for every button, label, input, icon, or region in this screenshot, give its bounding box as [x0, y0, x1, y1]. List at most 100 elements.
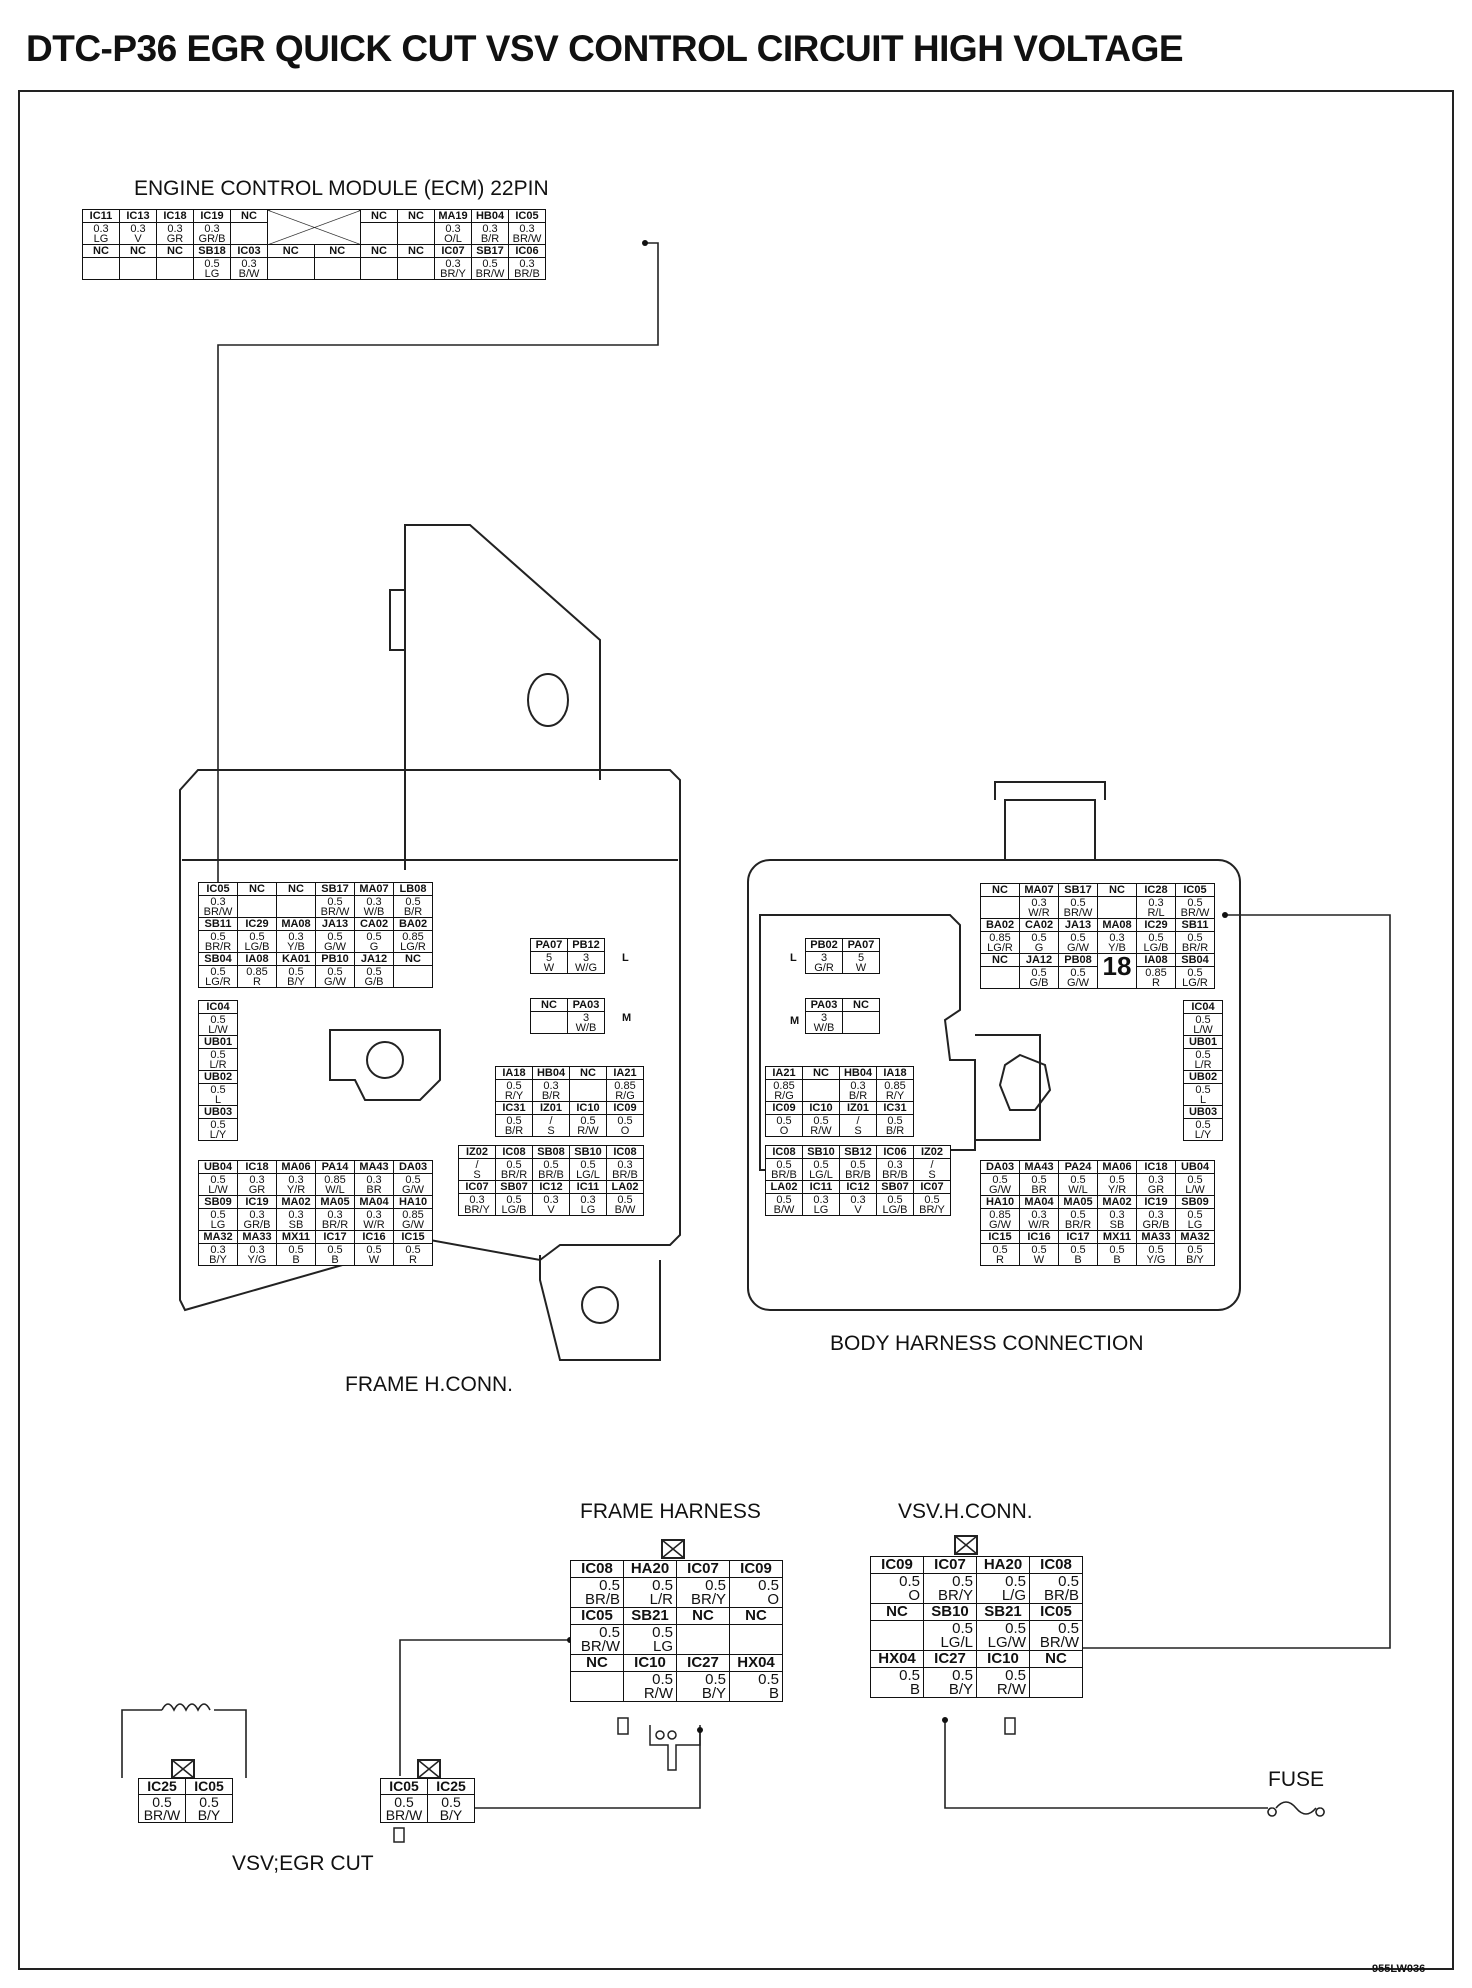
pin-code: NC	[231, 210, 267, 223]
pin-cell: NC	[870, 1603, 924, 1651]
body-harness-neck	[1004, 799, 1096, 860]
pin-code: IC11	[570, 1181, 606, 1194]
frame-side-L: L	[622, 952, 629, 964]
pin-wire: /S	[547, 1115, 555, 1137]
pin-code: NC	[730, 1608, 782, 1625]
pin-wire	[362, 258, 396, 279]
body-harness-mount	[975, 1034, 1041, 1141]
pin-code: IC17	[316, 1231, 354, 1244]
frame-hconn-housing	[179, 769, 681, 1312]
pin-code: UB03	[199, 1106, 237, 1119]
pin-code: NC	[531, 999, 567, 1012]
pin-code: HB04	[472, 210, 508, 223]
pin-code: IC09	[607, 1102, 643, 1115]
pin-code: DA03	[981, 1161, 1019, 1174]
frame-harness-label: FRAME HARNESS	[580, 1500, 761, 1523]
pin-code: MA06	[1098, 1161, 1136, 1174]
pin-code: MA08	[277, 918, 315, 931]
vsv-egr-label: VSV;EGR CUT	[232, 1852, 374, 1875]
wire-vsv-fuse	[944, 1720, 1268, 1809]
pin-code: IC31	[877, 1102, 913, 1115]
pin-code: IC06	[877, 1146, 913, 1159]
pin-code: HB04	[840, 1067, 876, 1080]
pin-cell: NC	[119, 244, 157, 280]
pin-cell: NC	[397, 209, 435, 245]
pin-code: BA02	[981, 919, 1019, 932]
pin-code: SB11	[199, 918, 237, 931]
pin-code: IC10	[624, 1655, 676, 1672]
pin-code: MA33	[1137, 1231, 1175, 1244]
pin-code: IC09	[766, 1102, 802, 1115]
pin-code: IC05	[509, 210, 545, 223]
pin-code: UB02	[1184, 1071, 1222, 1084]
pin-wire	[982, 897, 1018, 918]
pin-code: IC19	[1137, 1196, 1175, 1209]
ecm-label: ENGINE CONTROL MODULE (ECM) 22PIN	[134, 177, 549, 200]
pin-wire	[269, 258, 313, 279]
pin-code: NC	[314, 245, 360, 258]
pin-code: MA02	[1098, 1196, 1136, 1209]
wire-vsv-coil2	[214, 1709, 247, 1778]
pin-code: IC07	[914, 1181, 950, 1194]
pin-code: MA43	[1020, 1161, 1058, 1174]
pin-code: SB12	[840, 1146, 876, 1159]
pin-code: IC10	[977, 1651, 1029, 1668]
pin-wire	[1099, 897, 1135, 918]
fuse-label: FUSE	[1268, 1768, 1325, 1791]
